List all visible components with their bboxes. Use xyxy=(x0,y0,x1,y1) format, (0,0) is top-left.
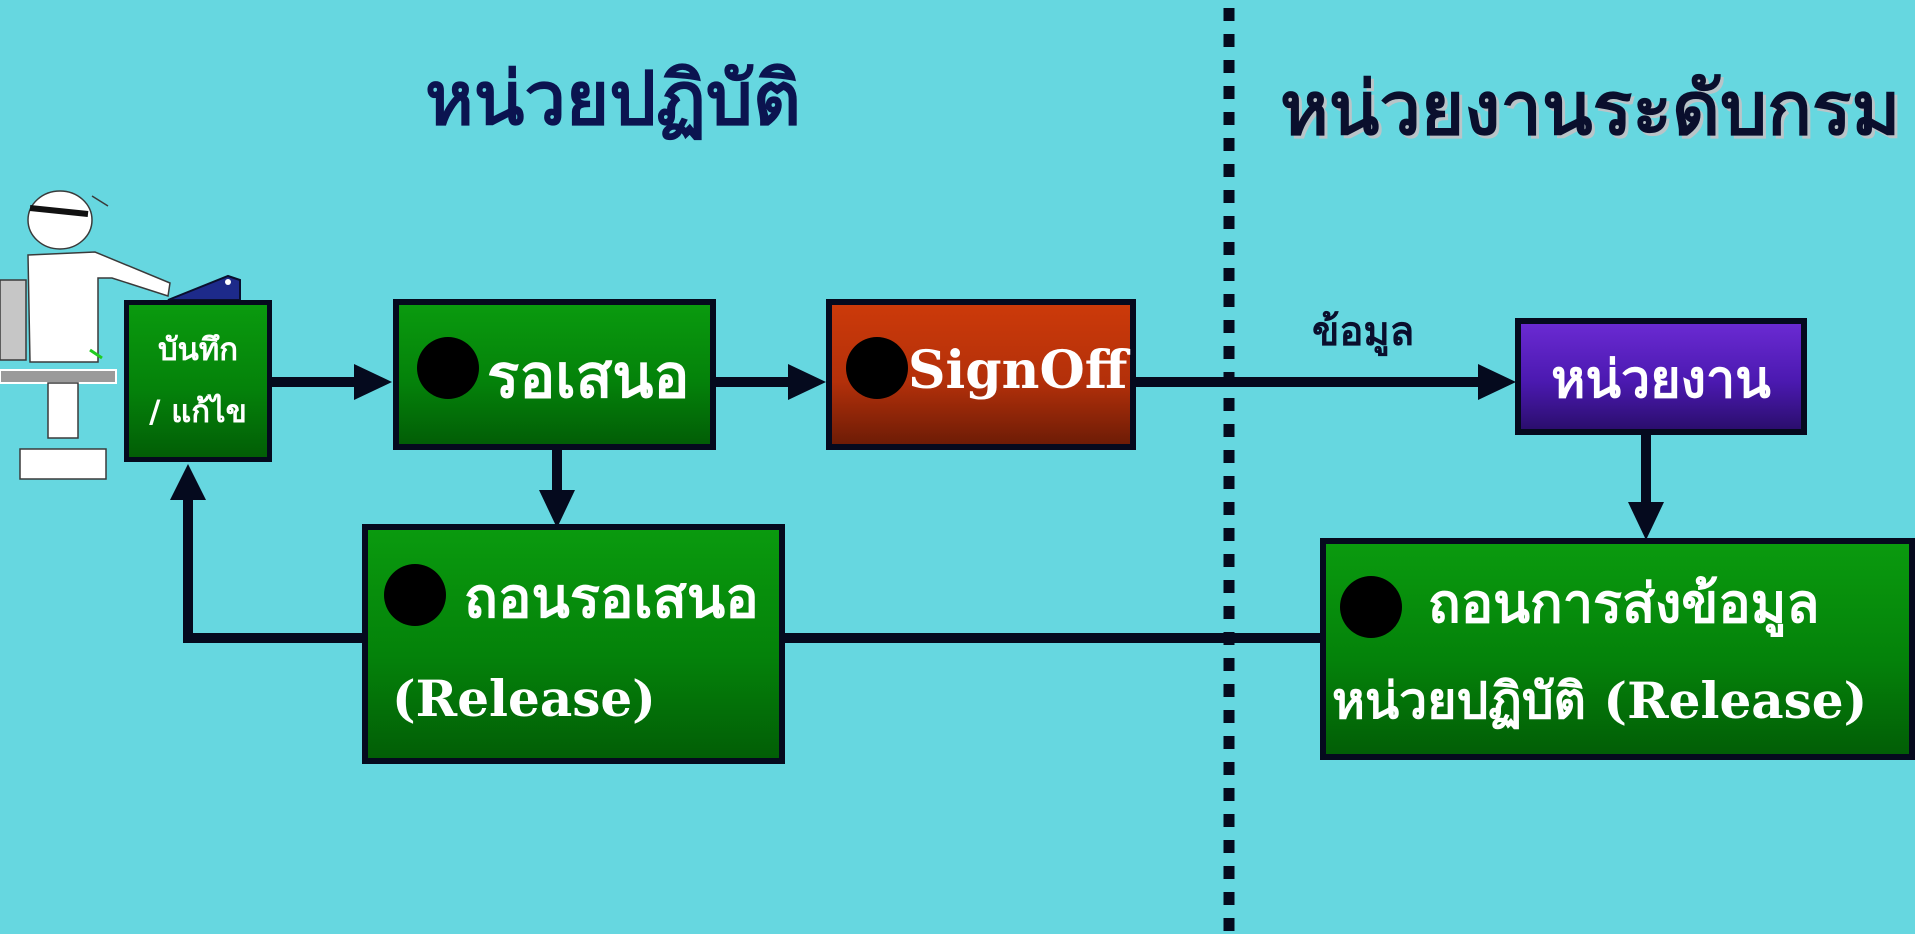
record-edit-node: บันทึก / แก้ไข xyxy=(124,300,272,462)
pending-label: รอเสนอ xyxy=(487,342,690,412)
record-edit-line2: / แก้ไข xyxy=(149,394,247,430)
withdraw-pending-line2: (Release) xyxy=(392,669,656,728)
withdraw-pending-line1: ถอนรอเสนอ xyxy=(464,565,759,631)
withdraw-sending-line2: หน่วยปฏิบัติ (Release) xyxy=(1332,671,1868,730)
operating-unit-title: หน่วยปฏิบัติ xyxy=(425,56,801,142)
agency-label: หน่วยงาน xyxy=(1551,349,1771,410)
arrow-withdraw-to-record xyxy=(183,496,364,643)
withdraw-pending-node: ถอนรอเสนอ (Release) xyxy=(362,524,785,764)
status-dot-icon xyxy=(384,564,446,626)
status-dot-icon xyxy=(846,337,908,399)
department-level-title: หน่วยงานระดับกรม xyxy=(1280,66,1901,152)
agency-node: หน่วยงาน xyxy=(1515,318,1807,435)
signoff-node: SignOff xyxy=(826,299,1136,450)
data-edge-label: ข้อมูล xyxy=(1312,308,1415,355)
signoff-label: SignOff xyxy=(908,340,1128,401)
withdraw-sending-line1: ถอนการส่งข้อมูล xyxy=(1428,571,1820,635)
status-dot-icon xyxy=(1340,576,1402,638)
pending-node: รอเสนอ xyxy=(393,299,716,450)
withdraw-sending-node: ถอนการส่งข้อมูล หน่วยปฏิบัติ (Release) xyxy=(1320,538,1915,760)
status-dot-icon xyxy=(417,337,479,399)
person-at-computer-icon xyxy=(0,190,241,480)
record-edit-line1: บันทึก xyxy=(157,332,239,368)
